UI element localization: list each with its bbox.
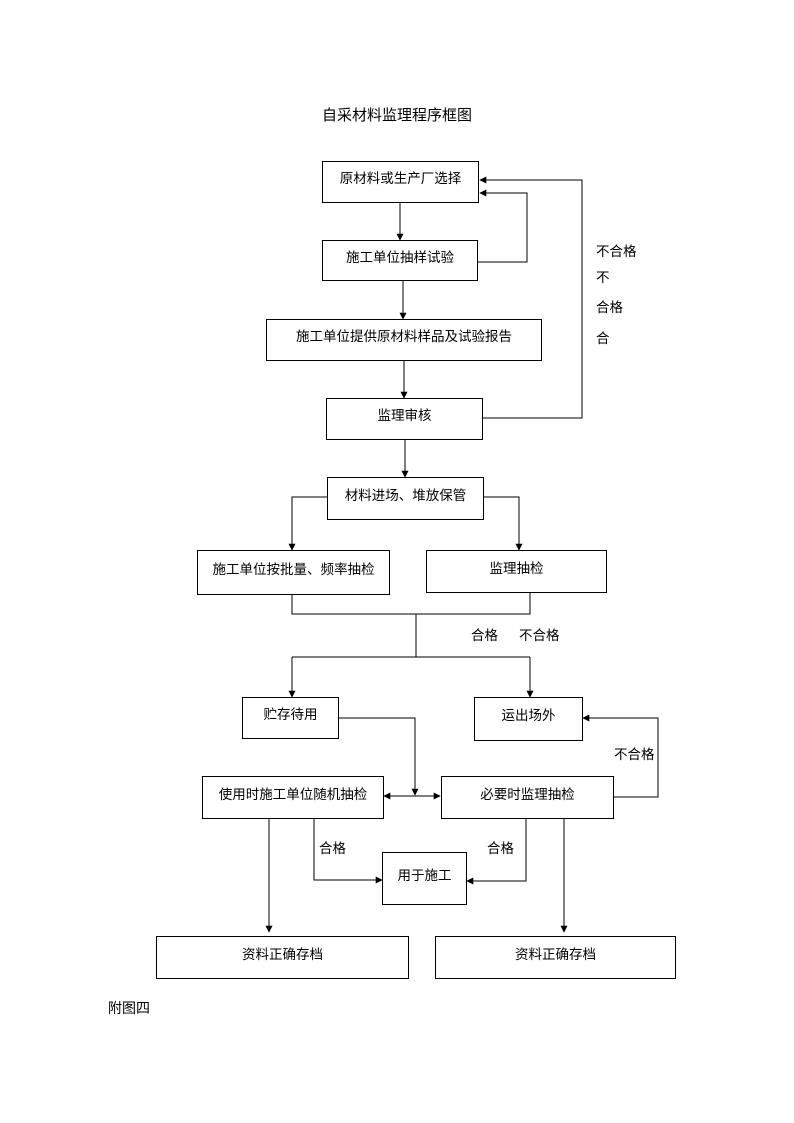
box-contractor-check: 施工单位按批量、频率抽检	[197, 550, 390, 595]
label-fail-3: 合格	[596, 300, 623, 316]
box-use: 用于施工	[382, 852, 467, 905]
box-supervisor-review: 监理审核	[326, 398, 483, 440]
figure-caption: 附图四	[108, 1001, 150, 1017]
box-sample-test: 施工单位抽样试验	[322, 240, 478, 281]
box-remove: 运出场外	[474, 697, 583, 741]
label-fail-lower: 不合格	[614, 747, 655, 763]
label-pass-right: 合格	[487, 841, 514, 857]
box-material-entry: 材料进场、堆放保管	[327, 477, 484, 520]
label-fail-4: 合	[596, 331, 610, 347]
label-pass-left: 合格	[319, 841, 346, 857]
box-provide-samples: 施工单位提供原材料样品及试验报告	[266, 319, 542, 361]
label-pass-mid: 合格	[471, 628, 498, 644]
page-title: 自采材料监理程序框图	[321, 106, 472, 124]
box-supervisor-check: 监理抽检	[426, 550, 607, 593]
box-necessary-check: 必要时监理抽检	[441, 776, 614, 819]
box-store: 贮存待用	[242, 697, 339, 739]
box-archive-right: 资料正确存档	[435, 936, 676, 979]
box-select-supplier: 原材料或生产厂选择	[322, 161, 479, 203]
box-random-check: 使用时施工单位随机抽检	[202, 776, 384, 819]
label-fail-mid: 不合格	[519, 628, 560, 644]
box-archive-left: 资料正确存档	[156, 936, 409, 979]
label-fail-1: 不合格	[596, 244, 637, 260]
label-fail-2: 不	[596, 270, 610, 286]
